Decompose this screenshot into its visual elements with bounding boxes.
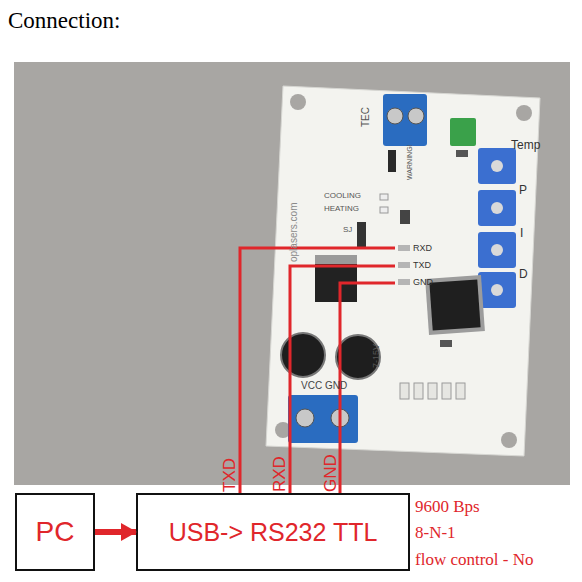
pin-pad xyxy=(398,262,410,268)
potentiometer-screw xyxy=(491,202,503,214)
capacitor xyxy=(336,335,380,379)
led xyxy=(380,207,388,213)
board-marking: oplasers.com xyxy=(289,203,299,262)
wire xyxy=(340,283,395,495)
led-label: COOLING xyxy=(324,192,361,200)
voltage-label: 7-15V xyxy=(372,344,381,368)
arrow-connector xyxy=(95,529,136,535)
diagram-title: Connection: xyxy=(8,9,120,32)
jumper-pins xyxy=(357,222,366,248)
regulator-tab xyxy=(315,255,357,265)
potentiometer-label: D xyxy=(519,268,528,280)
potentiometer-label: P xyxy=(519,184,527,196)
signal-name: RXD xyxy=(271,456,288,492)
led-label: HEATING xyxy=(324,205,359,213)
microcontroller xyxy=(425,275,485,335)
smd-part xyxy=(442,383,451,399)
terminal-screw xyxy=(408,108,424,124)
chip-pins xyxy=(425,275,485,335)
potentiometer-label: Temp xyxy=(511,139,540,151)
led xyxy=(380,194,388,200)
potentiometer-screw xyxy=(491,160,503,172)
terminal-label: VCC GND xyxy=(301,381,347,391)
serial-setting: 8-N-1 xyxy=(415,524,456,541)
potentiometer xyxy=(478,190,516,226)
box-label: USB-> RS232 TTL xyxy=(169,520,378,545)
pin-pad xyxy=(398,279,410,285)
mounting-hole xyxy=(501,432,517,448)
terminal-block xyxy=(383,94,427,146)
board-marking: TEC xyxy=(361,107,371,127)
smd-part xyxy=(414,383,423,399)
signal-name: GND xyxy=(322,454,339,492)
pin-pad xyxy=(398,245,410,251)
jumper-header xyxy=(388,150,396,172)
potentiometer-screw xyxy=(491,284,503,296)
smd-part xyxy=(400,383,409,399)
smd-part xyxy=(456,383,465,399)
potentiometer xyxy=(478,232,516,268)
potentiometer-screw xyxy=(491,244,503,256)
serial-setting: 9600 Bps xyxy=(415,498,480,515)
potentiometer-label: I xyxy=(520,227,523,239)
signal-name: TXD xyxy=(221,458,238,492)
transistor xyxy=(400,210,410,224)
sensor-connector xyxy=(450,118,476,146)
capacitor xyxy=(281,333,325,377)
pin-name: TXD xyxy=(413,261,431,270)
pin-name: GND xyxy=(413,278,433,287)
pin-name: RXD xyxy=(413,244,432,253)
power-terminal xyxy=(288,395,358,443)
photo-background xyxy=(14,62,570,485)
mounting-hole xyxy=(516,105,532,121)
circuit-board xyxy=(266,86,540,456)
potentiometer xyxy=(478,148,516,184)
terminal-screw xyxy=(296,409,314,427)
terminal-screw xyxy=(387,108,403,124)
smd-part xyxy=(428,383,437,399)
process-box: USB-> RS232 TTL xyxy=(136,493,410,571)
wire xyxy=(240,248,395,495)
process-box: PC xyxy=(15,493,95,571)
jumper-label: SJ xyxy=(343,226,352,234)
mounting-hole xyxy=(290,94,306,110)
board-marking: WARNING! xyxy=(406,144,413,180)
wire xyxy=(290,266,395,495)
smd-part xyxy=(456,150,468,157)
smd-part xyxy=(440,340,452,347)
serial-setting: flow control - No xyxy=(415,551,534,568)
box-label: PC xyxy=(36,518,75,546)
chip-body xyxy=(429,279,480,330)
potentiometer xyxy=(478,272,516,308)
